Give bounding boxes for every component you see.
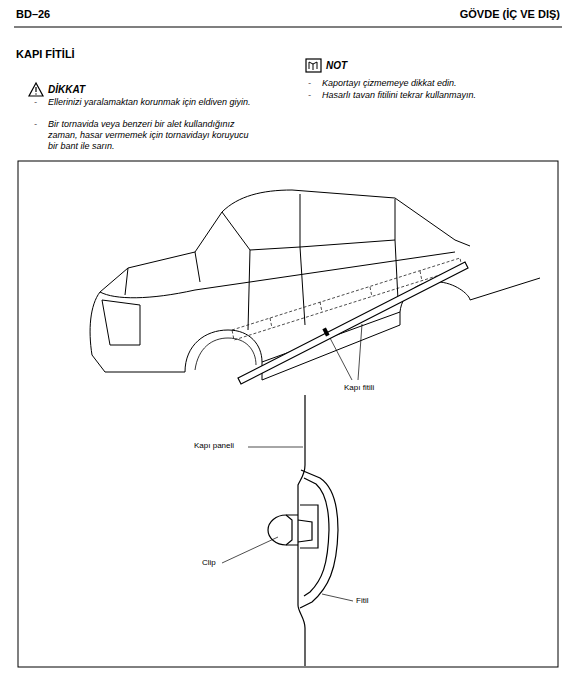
note-icon [306,59,321,72]
bullet: - [34,97,37,108]
part-label: Kapı paneli [194,441,234,451]
part-label: Kapı fitili [344,383,374,393]
door-panel [298,395,305,666]
caution-heading: DİKKAT [48,84,168,96]
bullet: - [34,119,37,130]
warning-icon [29,83,43,96]
clip [268,515,298,545]
bullet: - [308,90,311,101]
section-title: GÖVDE (İÇ VE DIŞ) [360,8,560,21]
wheel-arch [195,338,256,370]
header-rule [14,26,562,27]
page-number: BD–26 [16,8,106,21]
caution-text: Ellerinizi yaralamaktan korunmak için el… [48,97,258,108]
door-molding [238,262,468,384]
note-text: Hasarlı tavan fitilini tekrar kullanmayı… [322,90,562,101]
bullet: - [308,78,311,89]
page-heading: KAPI FİTİLİ [16,48,216,61]
car-body [90,190,540,380]
leader-line [330,324,362,380]
figure-frame [18,161,558,667]
cross-section [268,395,338,666]
part-label: Clip [202,558,216,568]
note-heading: NOT [326,60,406,72]
leader-line [222,447,353,601]
caution-text: Bir tornavida veya benzeri bir alet kull… [48,119,258,151]
note-text: Kaportayı çizmemeye dikkat edin. [322,78,562,89]
part-label: Fitil [356,596,368,606]
molding-section [300,470,338,608]
